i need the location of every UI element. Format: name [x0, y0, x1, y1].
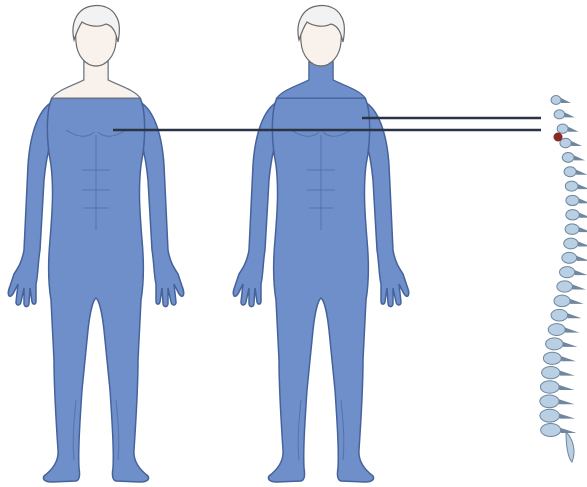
spinous-process — [561, 98, 571, 103]
spinous-process — [560, 371, 575, 376]
human-silhouette-icon — [233, 5, 408, 482]
vertebra — [540, 381, 559, 393]
vertebra — [546, 338, 563, 350]
vertebra — [564, 238, 578, 249]
spinous-process — [577, 256, 587, 261]
coccyx — [566, 432, 574, 462]
vertebra — [551, 96, 561, 105]
spinous-process — [561, 428, 577, 433]
spinous-process — [568, 127, 579, 132]
vertebra-marker-icon — [554, 133, 563, 142]
spinous-process — [572, 285, 585, 290]
vertebra — [542, 366, 560, 378]
spinous-process — [579, 213, 587, 218]
vertebra — [565, 181, 578, 191]
spinous-process — [579, 227, 587, 232]
exposed-shoulder-area — [52, 62, 140, 98]
spinous-process — [575, 270, 587, 275]
spinous-process — [578, 241, 587, 246]
human-silhouette-icon — [8, 5, 183, 482]
vertebra — [566, 195, 579, 205]
vertebra — [562, 252, 577, 263]
spinous-process — [576, 170, 587, 175]
vertebra — [548, 324, 565, 336]
vertebra — [540, 409, 560, 422]
spinous-process — [559, 414, 575, 419]
vertebra — [541, 424, 561, 437]
covered-shoulder-area — [277, 62, 365, 98]
spinous-process — [568, 313, 582, 318]
spinous-process — [571, 141, 582, 146]
spine-icon — [540, 96, 587, 463]
spinous-process — [578, 184, 587, 189]
vertebra — [557, 281, 573, 292]
vertebra — [540, 395, 559, 408]
vertebra — [543, 352, 561, 364]
spinous-process — [559, 399, 574, 404]
spinous-process — [563, 342, 577, 347]
vertebra — [560, 267, 575, 278]
vertebra — [562, 153, 574, 163]
vertebra — [551, 309, 568, 321]
spinous-process — [570, 299, 584, 304]
spinous-process — [579, 198, 587, 203]
vertebra — [554, 110, 564, 119]
vertebra — [554, 295, 570, 306]
vertebra — [564, 167, 576, 177]
vertebra — [560, 138, 571, 148]
vertebra — [566, 210, 579, 220]
right-figure — [233, 5, 408, 482]
vertebra — [565, 224, 579, 235]
spinous-process — [565, 328, 579, 333]
spinous-process — [574, 155, 585, 160]
left-figure — [8, 5, 183, 482]
spinous-process — [565, 112, 575, 117]
spinous-process — [559, 385, 574, 390]
spinous-process — [561, 356, 576, 361]
vertebra — [557, 124, 568, 133]
